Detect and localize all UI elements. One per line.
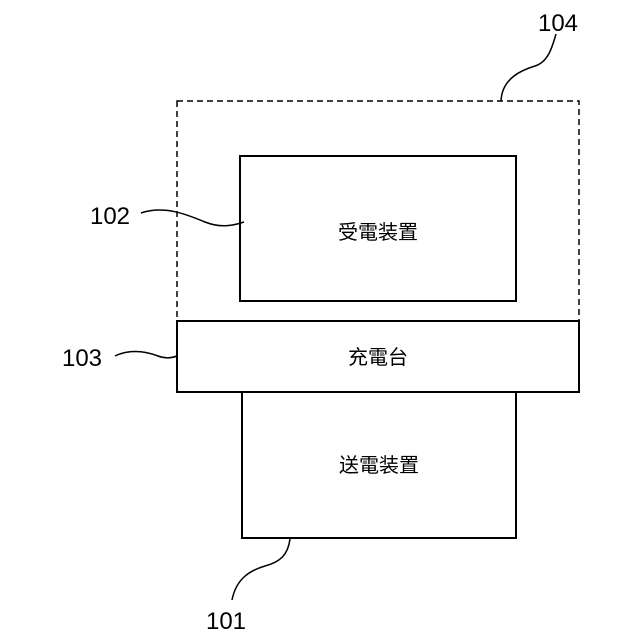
leader-line-101: [232, 539, 290, 600]
ref-number-103: 103: [62, 345, 102, 372]
transmitter-label: 送電装置: [339, 453, 419, 477]
receiver-label: 受電装置: [338, 220, 418, 244]
leader-line-104: [501, 34, 556, 101]
leader-line-103: [115, 351, 177, 357]
charging-stand-label: 充電台: [348, 345, 408, 369]
ref-number-101: 101: [206, 608, 246, 635]
ref-number-102: 102: [90, 203, 130, 230]
leader-line-102: [141, 210, 244, 226]
ref-number-104: 104: [538, 10, 578, 37]
